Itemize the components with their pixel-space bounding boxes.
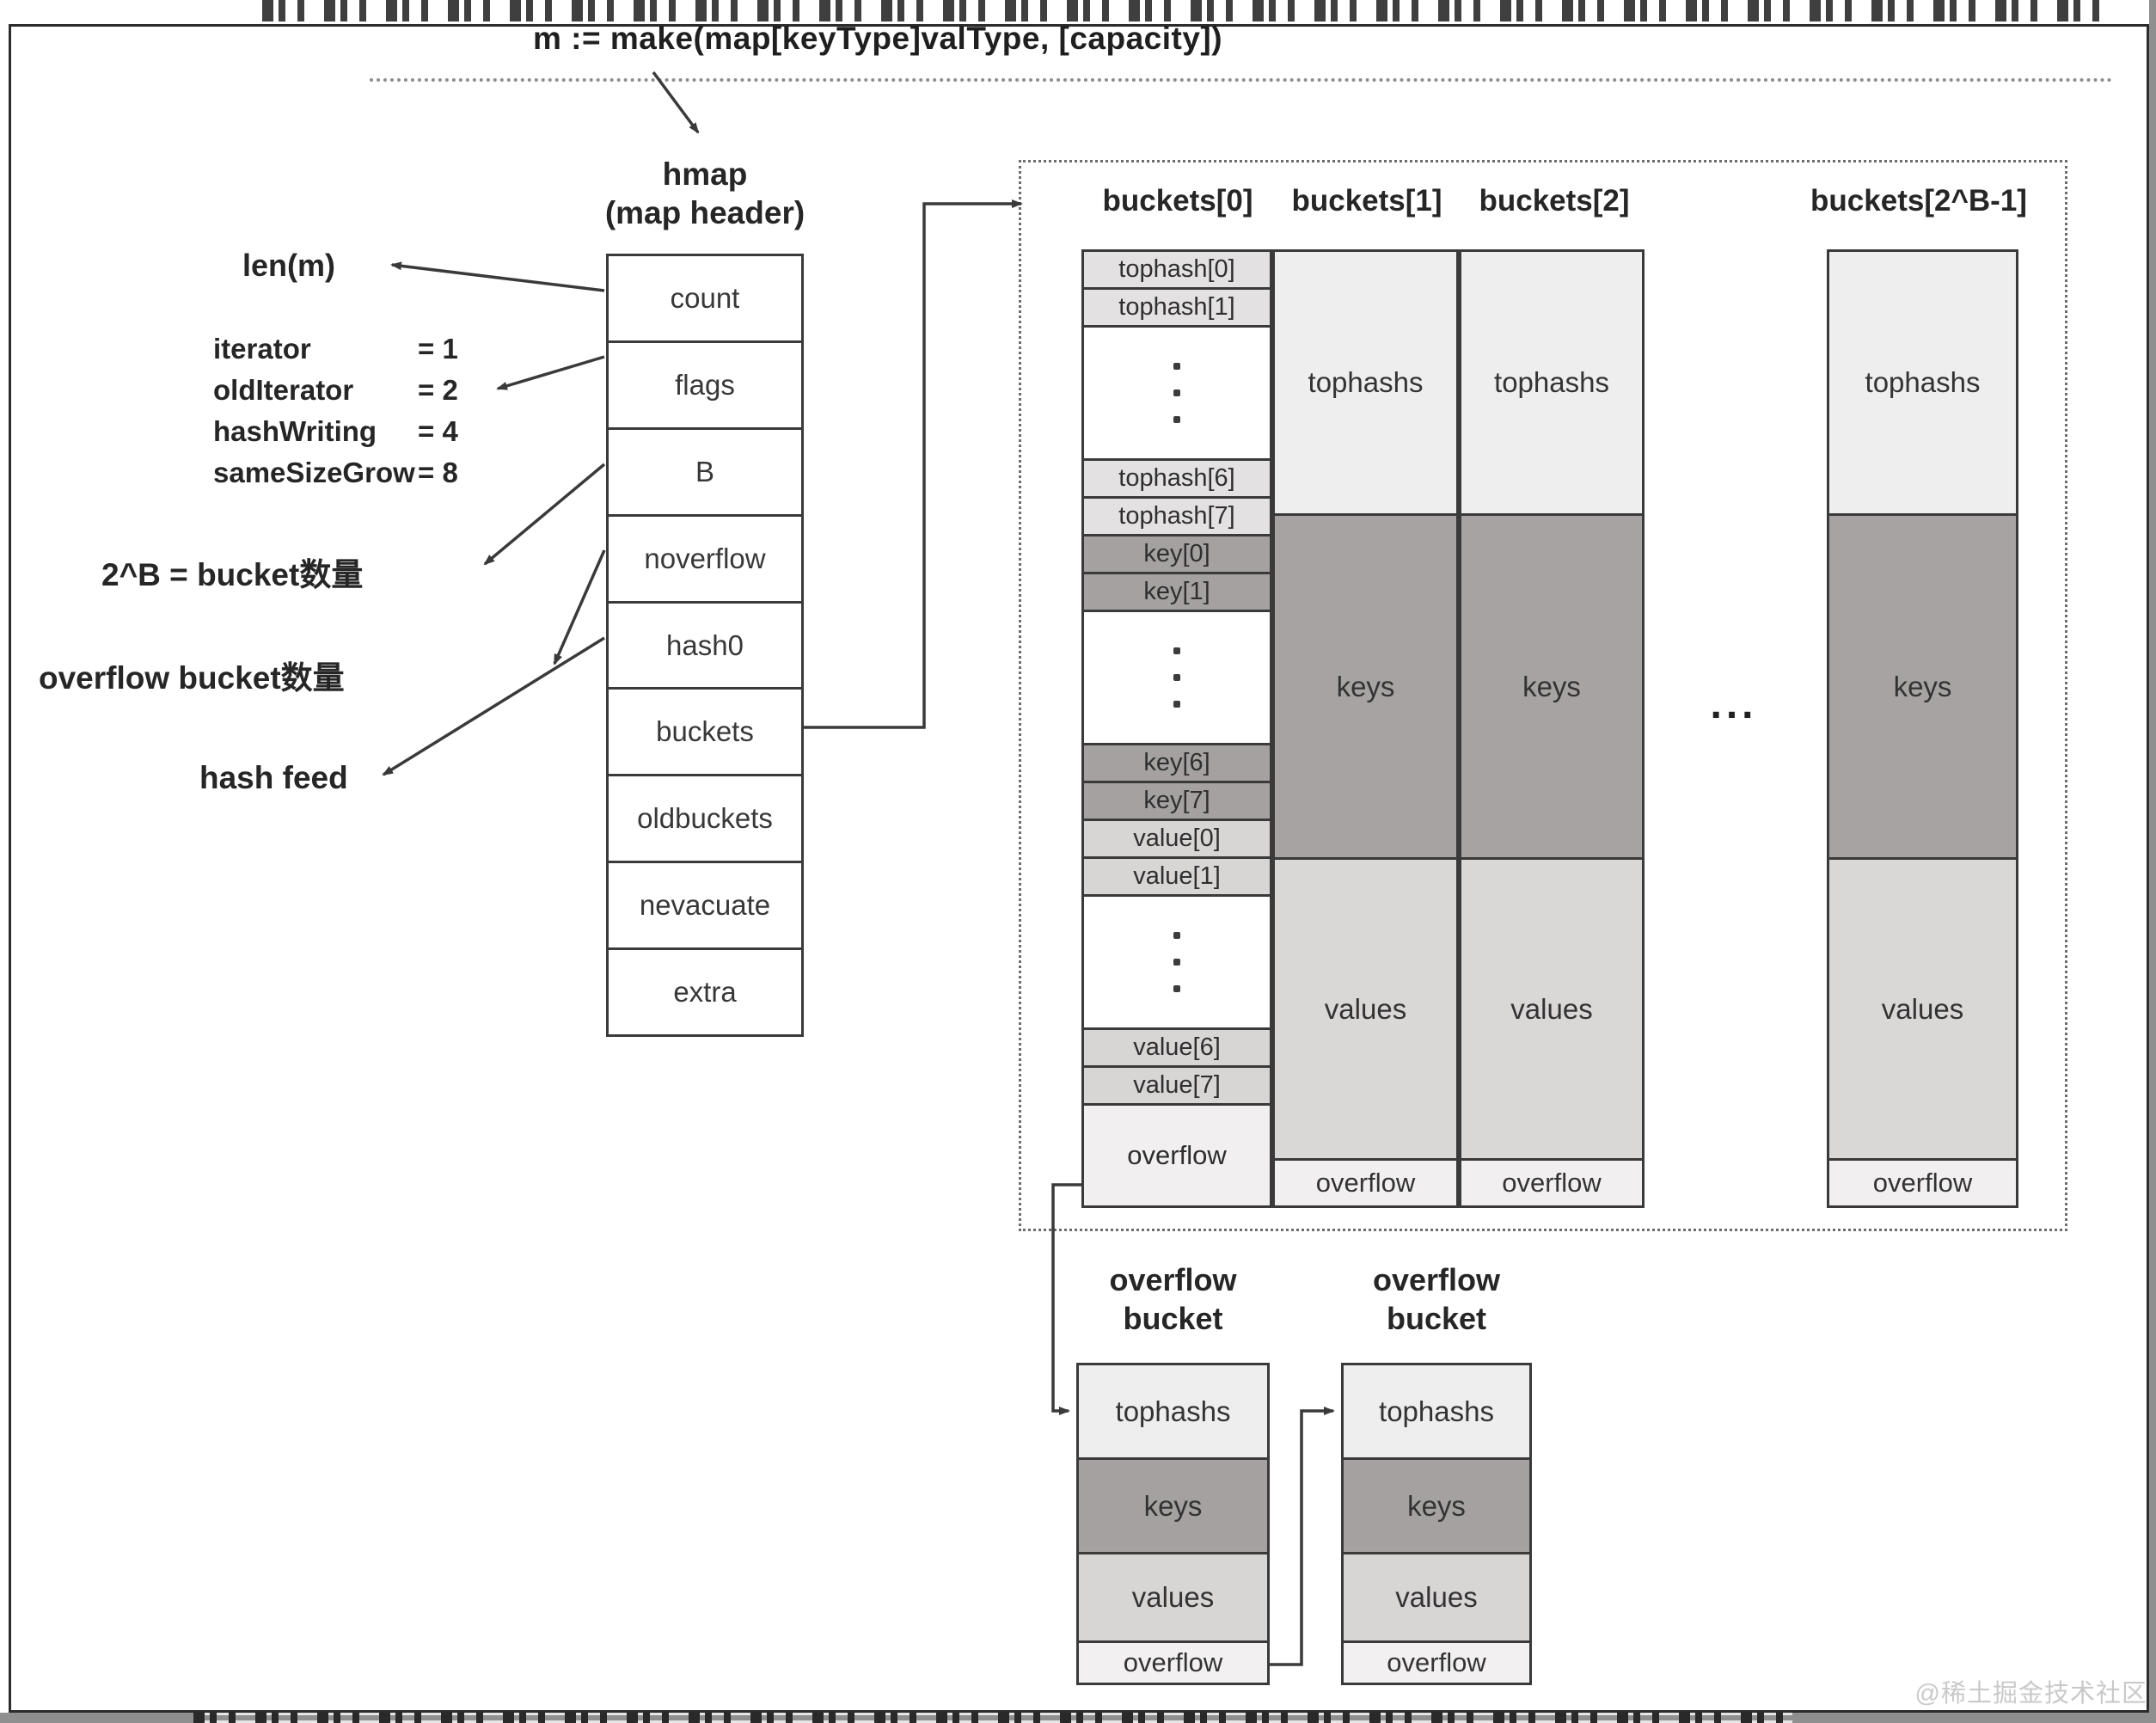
bucket0-column: tophash[0] tophash[1] tophash[6] tophash… [1081, 249, 1272, 1208]
value1-cell: value[1] [1084, 859, 1270, 897]
value6-cell: value[6] [1084, 1027, 1270, 1068]
overflow-bucket1-keys: keys [1079, 1460, 1267, 1554]
bucket1-keys: keys [1275, 516, 1456, 860]
key7-cell: key[7] [1084, 783, 1270, 821]
overflow-bucket1-values: values [1079, 1554, 1267, 1643]
bucket0-overflow-cell: overflow [1084, 1106, 1270, 1205]
flag-samesizegrow: sameSizeGrow = 8 [213, 457, 458, 488]
tophash7-cell: tophash[7] [1084, 499, 1270, 537]
hmap-title-line1: hmap [662, 156, 748, 192]
bucket-last-tophashs: tophashs [1829, 252, 2016, 516]
key0-cell: key[0] [1084, 537, 1270, 574]
bucket2-overflow: overflow [1461, 1161, 1642, 1205]
buckets-ellipsis: ... [1710, 682, 1758, 727]
hmap-field-hash0: hash0 [609, 604, 801, 690]
figure-frame [9, 24, 2149, 1713]
flag-olditerator: oldIterator = 2 [213, 374, 458, 406]
hmap-field-nevacuate: nevacuate [609, 863, 801, 951]
b-annotation: 2^B = bucket数量 [101, 557, 364, 592]
hash0-annotation: hash feed [199, 760, 348, 795]
tophash6-cell: tophash[6] [1084, 458, 1270, 499]
value7-cell: value[7] [1084, 1068, 1270, 1106]
bucket2-tophashs: tophashs [1461, 252, 1642, 516]
hmap-field-count: count [609, 256, 801, 343]
overflow-bucket2-keys: keys [1344, 1460, 1529, 1554]
bucket-last-keys: keys [1829, 516, 2016, 860]
buckets-last-header: buckets[2^B-1] [1810, 184, 2027, 218]
keys-ellipsis-dots [1084, 612, 1270, 743]
len-annotation: len(m) [242, 248, 335, 283]
overflow-bucket2-title: overflow bucket [1372, 1262, 1501, 1336]
flag-iterator: iterator = 1 [213, 333, 458, 365]
bucket1-tophashs: tophashs [1275, 252, 1456, 516]
bucket2-values: values [1461, 860, 1642, 1161]
hmap-field-b: B [609, 430, 801, 517]
bucket2-column: tophashs keys values overflow [1459, 249, 1645, 1208]
flag-hashwriting: hashWriting = 4 [213, 415, 458, 447]
buckets1-header: buckets[1] [1291, 184, 1442, 218]
tophash0-cell: tophash[0] [1084, 252, 1270, 290]
overflow-bucket2-overflow: overflow [1344, 1643, 1529, 1683]
overflow-bucket2-tophashs: tophashs [1344, 1365, 1529, 1460]
bucket-last-column: tophashs keys values overflow [1827, 249, 2018, 1208]
overflow-bucket2-values: values [1344, 1554, 1529, 1643]
overflow-bucket1-overflow: overflow [1079, 1643, 1267, 1683]
hmap-field-oldbuckets: oldbuckets [609, 776, 801, 864]
tophash-ellipsis-dots [1084, 328, 1270, 458]
overflow-bucket1-tophashs: tophashs [1079, 1365, 1267, 1460]
key1-cell: key[1] [1084, 574, 1270, 612]
overflow-bucket2: tophashs keys values overflow [1341, 1363, 1532, 1685]
bucket2-keys: keys [1461, 516, 1642, 860]
hmap-title-line2: (map header) [604, 195, 805, 230]
bucket1-values: values [1275, 860, 1456, 1161]
juejin-watermark: @稀土掘金技术社区 [1914, 1680, 2147, 1708]
page-edge-right [2149, 0, 2156, 1723]
value0-cell: value[0] [1084, 821, 1270, 859]
flag-constants: iterator = 1 oldIterator = 2 hashWriting… [213, 328, 458, 494]
hmap-field-flags: flags [609, 343, 801, 430]
noverflow-annotation: overflow bucket数量 [39, 660, 345, 696]
hmap-field-buckets: buckets [609, 690, 801, 777]
hmap-field-extra: extra [673, 976, 737, 1009]
hmap-field-noverflow: noverflow [609, 517, 801, 604]
buckets0-header: buckets[0] [1102, 184, 1253, 218]
bucket-last-values: values [1829, 860, 2016, 1161]
page-edge-bottom [0, 1713, 2156, 1723]
bucket1-overflow: overflow [1275, 1161, 1456, 1205]
code-annotation: m := make(map[keyType]valType, [capacity… [533, 21, 1223, 56]
key6-cell: key[6] [1084, 743, 1270, 783]
dashed-separator [370, 78, 2113, 82]
tophash1-cell: tophash[1] [1084, 290, 1270, 328]
values-ellipsis-dots [1084, 897, 1270, 1027]
hmap-struct: count flags B noverflow hash0 buckets ol… [606, 254, 804, 1037]
bucket-last-overflow: overflow [1829, 1161, 2016, 1205]
clipped-text-top [262, 0, 2110, 21]
buckets2-header: buckets[2] [1479, 184, 1630, 218]
overflow-bucket1-title: overflow bucket [1109, 1262, 1237, 1336]
hmap-title: hmap (map header) [593, 155, 817, 232]
bucket1-column: tophashs keys values overflow [1272, 249, 1459, 1208]
overflow-bucket1: tophashs keys values overflow [1076, 1363, 1270, 1685]
